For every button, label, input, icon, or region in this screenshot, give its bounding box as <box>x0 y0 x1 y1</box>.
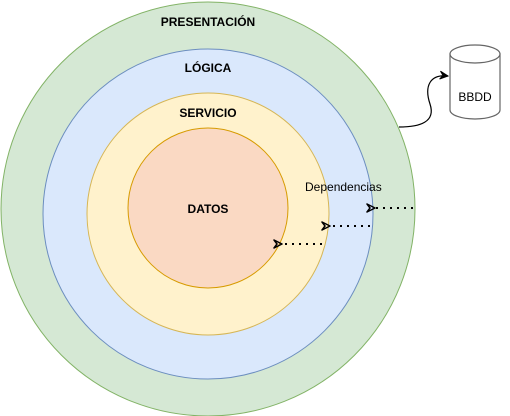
label-servicio: SERVICIO <box>179 106 236 120</box>
database-cylinder: BBDD <box>449 44 501 120</box>
dependencies-label: Dependencias <box>305 180 382 194</box>
label-logica: LÓGICA <box>185 60 232 75</box>
database-connector <box>398 76 448 128</box>
label-presentacion: PRESENTACIÓN <box>161 14 255 29</box>
database-top <box>449 44 501 64</box>
database-label: BBDD <box>458 90 492 104</box>
label-datos: DATOS <box>188 202 229 216</box>
database-body <box>449 53 501 120</box>
layer-datos <box>127 127 289 289</box>
